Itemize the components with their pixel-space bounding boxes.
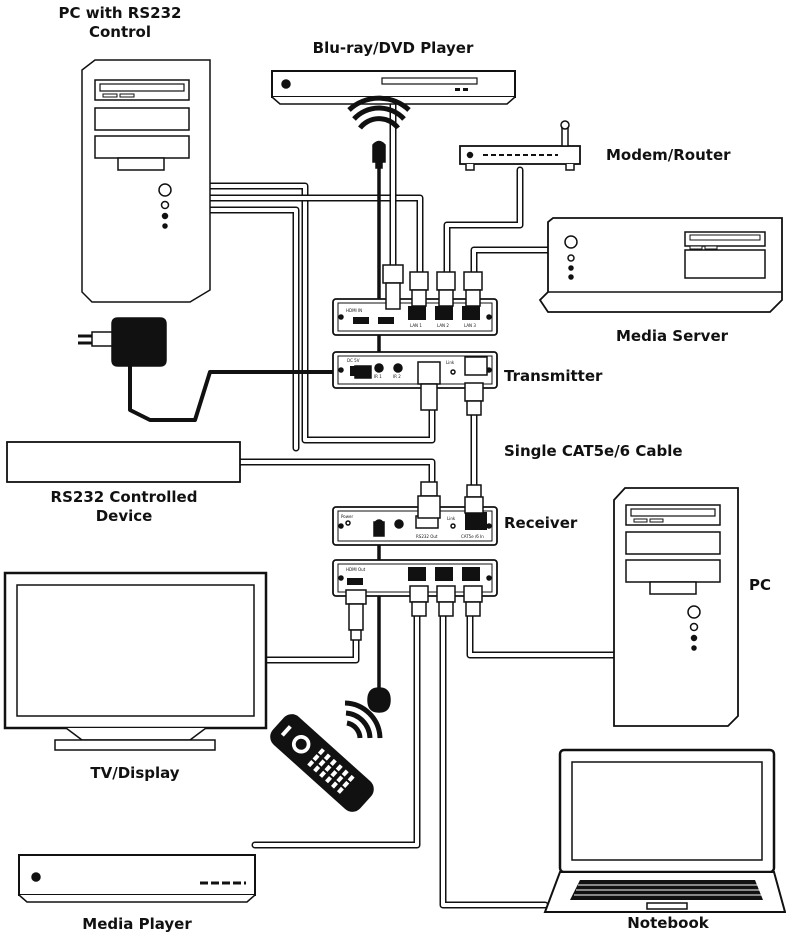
ir-signal-icon-top xyxy=(347,95,411,130)
rs232-device-icon xyxy=(6,441,241,483)
label-bluray: Blu-ray/DVD Player xyxy=(312,39,474,57)
power-adapter-icon xyxy=(78,317,167,367)
router-icon xyxy=(459,120,581,171)
label-rs232-device-line1: RS232 Controlled xyxy=(50,488,198,506)
label-notebook: Notebook xyxy=(627,914,709,932)
tx-dc-plug xyxy=(354,365,372,379)
tx-lan-connectors xyxy=(409,271,483,307)
rx-power-label: Power xyxy=(341,514,353,519)
panel-text: HDMI IN LAN 1 LAN 2 LAN 3 DC 5V IR 1 IR … xyxy=(341,308,484,572)
tx-ir2-label: IR 2 xyxy=(393,374,401,379)
media-player-icon xyxy=(18,854,256,903)
cable-tv-hdmi xyxy=(261,636,360,664)
label-cable: Single CAT5e/6 Cable xyxy=(504,442,683,460)
cable-router-lan2 xyxy=(443,166,524,276)
rx-hdmi-label: HDMI Out xyxy=(346,567,366,572)
tx-hdmi-plug xyxy=(382,264,404,310)
label-pc: PC xyxy=(749,576,772,594)
tx-lan1-label: LAN 1 xyxy=(410,323,422,328)
tx-rs232-connector xyxy=(417,361,441,411)
tx-ir1-label: IR 1 xyxy=(374,374,382,379)
tv-icon xyxy=(3,571,268,751)
ir-signal-icon-remote xyxy=(344,700,383,739)
transmitter-rear-panel xyxy=(332,351,498,389)
label-pc-rs232-line2: Control xyxy=(88,23,152,41)
transmitter-front-panel xyxy=(332,298,498,336)
label-modem: Modem/Router xyxy=(606,146,731,164)
rx-cat-label: CAT5e /6 In xyxy=(461,534,484,539)
label-receiver: Receiver xyxy=(504,514,578,532)
cable-rx-pc xyxy=(466,606,619,659)
tx-hdmi-label: HDMI IN xyxy=(346,308,362,313)
media-server-icon xyxy=(538,217,783,313)
ir-sensor-icon xyxy=(372,140,386,169)
tx-lan3-label: LAN 3 xyxy=(464,323,476,328)
label-rs232-device-line2: Device xyxy=(95,507,153,525)
bluray-player-icon xyxy=(271,70,516,105)
cable-rs232-device xyxy=(236,458,436,486)
tx-lan2-label: LAN 2 xyxy=(437,323,449,328)
label-media-server: Media Server xyxy=(615,327,729,345)
rx-ir-plug xyxy=(373,521,385,537)
label-tv: TV/Display xyxy=(90,764,180,782)
label-media-player: Media Player xyxy=(82,915,192,933)
laptop-icon xyxy=(543,748,786,913)
rx-hdmi-plug xyxy=(345,589,367,641)
label-transmitter: Transmitter xyxy=(504,367,603,385)
receiver-rear-panel xyxy=(332,559,498,597)
remote-control-icon xyxy=(270,714,374,812)
rx-rs232-connector xyxy=(417,481,441,519)
rx-cat-plug xyxy=(464,484,484,514)
tx-link-label: Link xyxy=(446,360,455,365)
tx-cat-plug xyxy=(464,382,484,416)
ir-emitter-icon xyxy=(367,687,391,713)
pc-icon xyxy=(613,487,739,727)
cables xyxy=(128,101,619,909)
rx-lan-connectors xyxy=(409,585,483,617)
rx-rs232-label: RS232 Out xyxy=(416,534,438,539)
tx-dc-label: DC 5V xyxy=(347,358,360,363)
rx-link-label: Link xyxy=(447,516,456,521)
cable-power xyxy=(128,363,357,422)
label-pc-rs232-line1: PC with RS232 xyxy=(58,4,182,22)
pc-tower-icon xyxy=(81,59,211,303)
